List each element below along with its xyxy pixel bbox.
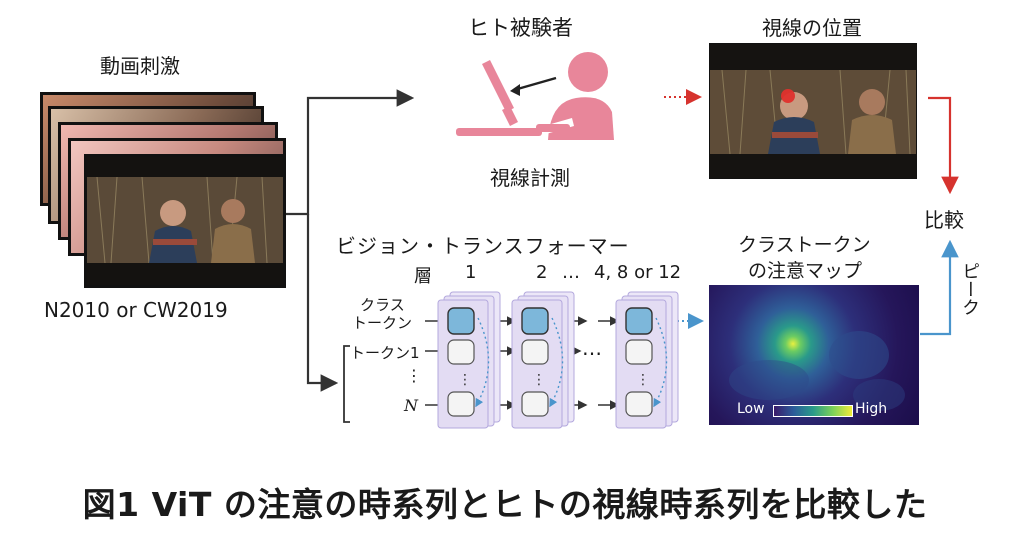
- vit-title: ビジョン・トランスフォーマー: [336, 234, 630, 258]
- person-icon: [536, 52, 614, 140]
- token1-label: トークン1: [350, 344, 420, 362]
- svg-text:⋮: ⋮: [636, 372, 650, 388]
- gaze-position-image: [709, 43, 917, 179]
- token-node: [447, 339, 475, 365]
- vit-layers: ⋮ ⋮ ⋮: [437, 291, 679, 429]
- peak-label: ピーク: [959, 262, 980, 316]
- class-token-node: [447, 307, 475, 335]
- layer-number-1: 1: [465, 262, 477, 283]
- svg-text:⋮: ⋮: [458, 372, 472, 388]
- gaze-position-title: 視線の位置: [762, 16, 862, 40]
- svg-text:⋮: ⋮: [532, 372, 546, 388]
- token-vdots: ⋮: [406, 366, 422, 385]
- layer-label: 層: [414, 266, 432, 287]
- stimulus-title: 動画刺激: [100, 54, 180, 78]
- attention-map-image: Low High: [709, 285, 919, 425]
- attention-map-title-line1: クラストークン: [738, 234, 871, 256]
- colorbar-high-label: High: [855, 401, 888, 417]
- eye-tracking-illustration: [456, 52, 614, 140]
- token-node: [521, 391, 549, 417]
- class-token-label-line2: トークン: [352, 314, 413, 332]
- token-node: [625, 391, 653, 417]
- colorbar: [773, 405, 853, 417]
- layer-gap-ellipsis: …: [582, 336, 602, 360]
- figure-caption: 図1 ViT の注意の時系列とヒトの視線時系列を比較した: [82, 485, 928, 524]
- connector-arrows: [286, 89, 959, 423]
- tokenN-label: N: [404, 396, 418, 415]
- token-node: [625, 339, 653, 365]
- dataset-label: N2010 or CW2019: [44, 298, 228, 322]
- monitor-icon: [456, 60, 542, 136]
- class-token-label-line1: クラス: [360, 296, 405, 314]
- token-node: [447, 391, 475, 417]
- class-token-node: [625, 307, 653, 335]
- attention-map-title-line2: の注意マップ: [748, 260, 863, 282]
- class-token-node: [521, 307, 549, 335]
- compare-label: 比較: [924, 208, 964, 232]
- token-node: [521, 339, 549, 365]
- layer-number-last: 4, 8 or 12: [594, 262, 682, 283]
- stimulus-frame-front: [84, 154, 286, 288]
- layer-ellipsis: …: [562, 262, 580, 283]
- gaze-measure-label: 視線計測: [490, 166, 570, 190]
- human-subject-title: ヒト被験者: [468, 16, 573, 40]
- layer-number-2: 2: [536, 262, 548, 283]
- colorbar-low-label: Low: [737, 401, 765, 417]
